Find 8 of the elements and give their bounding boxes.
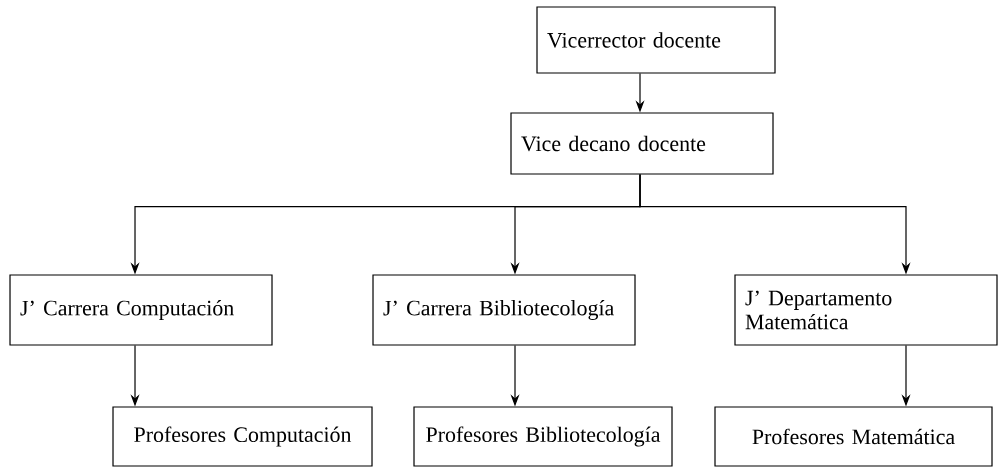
org-box: Profesores Matemática (714, 406, 993, 467)
org-box: J’ Departamento Matemática (734, 274, 998, 346)
org-box: Profesores Bibliotecología (413, 406, 673, 467)
org-box: Vice decano docente (510, 112, 774, 175)
org-box: Vicerrector docente (536, 6, 776, 74)
org-box: Profesores Computación (112, 406, 373, 467)
org-box: J’ Carrera Bibliotecología (372, 274, 636, 346)
org-box: J’ Carrera Computación (9, 274, 273, 346)
